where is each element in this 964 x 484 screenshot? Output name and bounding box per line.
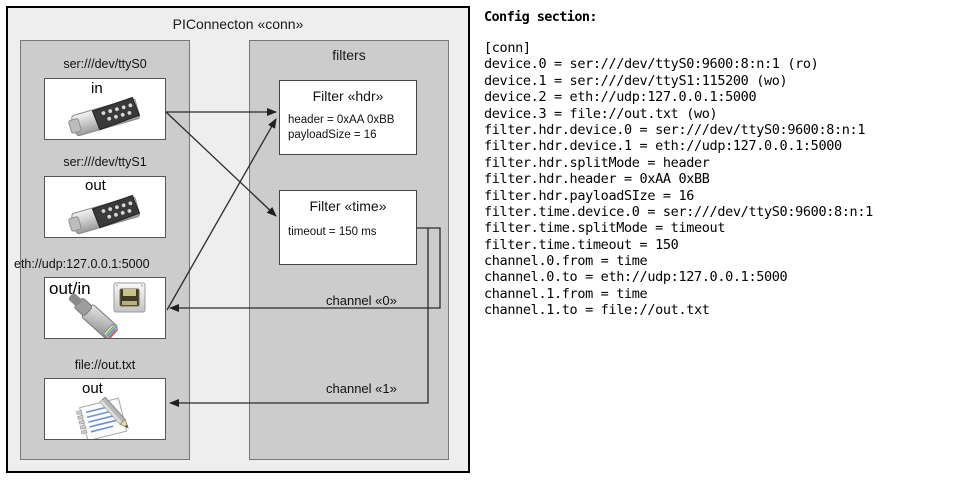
config-line: device.3 = file://out.txt (wo)	[484, 105, 718, 122]
config-heading: Config section:	[484, 9, 598, 25]
filter-card-time[interactable]: Filter «time» timeout = 150 ms	[279, 190, 417, 265]
config-line: [conn]	[484, 40, 531, 56]
config-line: filter.hdr.payloadSIze = 16	[484, 187, 694, 204]
config-line: filter.hdr.header = 0xAA 0xBB	[484, 171, 710, 188]
config-section: Config section: [conn]device.0 = ser:///…	[482, 0, 962, 484]
config-lines: [conn]device.0 = ser:///dev/ttyS0:9600:8…	[484, 40, 873, 319]
serial-port-icon	[65, 96, 151, 144]
wire-eth-to-hdr	[166, 118, 277, 311]
component-title: PIConnecton «conn»	[172, 16, 304, 32]
config-line: device.0 = ser:///dev/ttyS0:9600:8:n:1 (…	[484, 56, 819, 73]
filter-hdr-prop-payloadsize: payloadSize = 16	[288, 129, 377, 141]
config-line: filter.time.timeout = 150	[484, 236, 679, 253]
wire-channel-0	[169, 227, 441, 312]
device-direction-file: out	[82, 380, 103, 397]
filter-card-hdr[interactable]: Filter «hdr» header = 0xAA 0xBB payloadS…	[279, 80, 417, 155]
channel-label-1: channel «1»	[326, 381, 397, 396]
config-line: channel.0.to = eth://udp:127.0.0.1:5000	[484, 269, 788, 286]
config-line: device.2 = eth://udp:127.0.0.1:5000	[484, 89, 757, 106]
device-label-ttyS1: ser:///dev/ttyS1	[63, 155, 147, 169]
filter-hdr-title: Filter «hdr»	[312, 88, 384, 104]
device-card-eth[interactable]: out/in	[44, 277, 166, 340]
text-file-icon	[75, 396, 149, 444]
filter-time-prop-timeout: timeout = 150 ms	[288, 226, 377, 238]
config-line: filter.time.splitMode = timeout	[484, 220, 726, 237]
config-line: filter.hdr.splitMode = header	[484, 154, 710, 171]
config-line: device.1 = ser:///dev/ttyS1:115200 (wo)	[484, 72, 788, 89]
filter-time-title: Filter «time»	[309, 198, 387, 214]
device-direction-ttyS1: out	[85, 177, 106, 194]
device-card-ttyS1[interactable]: out	[44, 176, 166, 238]
filter-hdr-prop-header: header = 0xAA 0xBB	[288, 114, 395, 126]
ethernet-jack-icon	[67, 280, 163, 343]
device-label-eth: eth://udp:127.0.0.1:5000	[14, 257, 150, 271]
device-label-file: file://out.txt	[74, 358, 136, 372]
device-card-ttyS0[interactable]: in	[44, 78, 166, 140]
device-label-ttyS0: ser:///dev/ttyS0	[63, 57, 147, 71]
config-line: filter.hdr.device.1 = eth://udp:127.0.0.…	[484, 138, 842, 155]
wire-ttyS0-to-time	[165, 111, 277, 217]
channel-label-0: channel «0»	[326, 293, 397, 308]
config-line: channel.0.from = time	[484, 253, 648, 270]
device-direction-eth: out/in	[49, 279, 91, 298]
filters-package-title: filters	[332, 47, 366, 63]
config-line: filter.time.device.0 = ser:///dev/ttyS0:…	[484, 203, 873, 220]
config-line: channel.1.from = time	[484, 285, 648, 302]
wire-channel-1	[169, 228, 429, 407]
config-line: channel.1.to = file://out.txt	[484, 302, 710, 319]
config-line: filter.hdr.device.0 = ser:///dev/ttyS0:9…	[484, 121, 866, 138]
connector-wires	[165, 108, 441, 407]
device-direction-ttyS0: in	[91, 80, 103, 97]
serial-port-icon	[65, 194, 151, 242]
device-card-file[interactable]: out	[44, 378, 166, 442]
